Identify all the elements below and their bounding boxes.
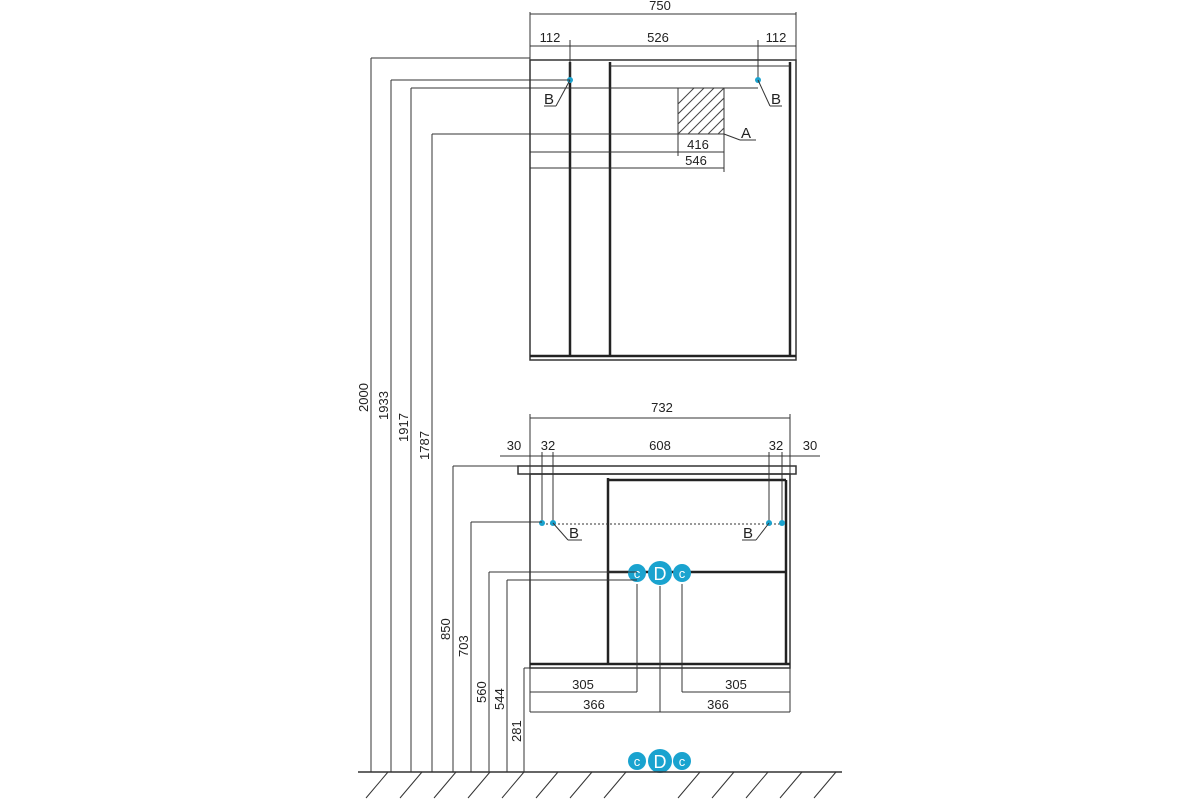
- dim-vanity-mount-left: 32: [541, 438, 555, 453]
- height-703: 703: [456, 635, 471, 657]
- label-b-vanity-left: B: [569, 525, 579, 542]
- floor-connector-c-left-label: c: [634, 754, 641, 769]
- connector-d-icon: [648, 561, 672, 585]
- floor-connector-c-left-icon: [628, 752, 646, 770]
- height-1917: 1917: [396, 413, 411, 442]
- dim-bottom-right-half: 366: [707, 697, 729, 712]
- dim-vanity-bottom: 305 305 366 366: [529, 668, 791, 713]
- height-dimensions: 2000 1933 1917 1787 850 703 560 544 281: [356, 57, 758, 772]
- height-1933: 1933: [376, 391, 391, 420]
- dim-mirror-width: 750: [529, 0, 797, 60]
- connector-group-floor: c D c: [628, 749, 691, 773]
- dim-vanity-mount-right: 32: [769, 438, 783, 453]
- mirror-mount-points: B B: [544, 77, 782, 108]
- floor-connector-d-label: D: [654, 752, 667, 772]
- dim-mirror-right-offset: 112: [766, 30, 787, 45]
- label-b-mirror-right: B: [771, 91, 781, 108]
- connector-c-right-label: c: [679, 566, 686, 581]
- dim-mirror-mounts: 112 526 112: [530, 30, 796, 80]
- floor-line: [358, 771, 842, 799]
- height-560: 560: [474, 681, 489, 703]
- dim-vanity-width-label: 732: [651, 400, 673, 415]
- dim-vanity-overhang-right: 30: [803, 438, 817, 453]
- floor-connector-c-right-icon: [673, 752, 691, 770]
- dim-vanity-width: 732: [529, 400, 791, 474]
- vanity-point-right-outer: [779, 520, 785, 526]
- height-1787: 1787: [417, 431, 432, 460]
- height-2000: 2000: [356, 383, 371, 412]
- connector-group-upper: c D c: [628, 561, 691, 712]
- dim-bottom-left-inner: 305: [572, 677, 594, 692]
- height-850: 850: [438, 618, 453, 640]
- height-281: 281: [509, 720, 524, 742]
- floor-connector-c-right-label: c: [679, 754, 686, 769]
- dim-niche: 416 546: [530, 134, 725, 172]
- connector-c-left-icon: [628, 564, 646, 582]
- height-544: 544: [492, 688, 507, 710]
- vanity-mount-points: B B: [539, 520, 785, 542]
- dim-vanity-overhang-left: 30: [507, 438, 521, 453]
- label-b-mirror-left: B: [544, 91, 554, 108]
- connector-c-right-icon: [673, 564, 691, 582]
- dim-bottom-left-half: 366: [583, 697, 605, 712]
- dim-niche-outer: 546: [685, 153, 707, 168]
- dim-vanity-mounts: 30 32 608 32 30: [500, 438, 820, 524]
- mirror-outline: [529, 59, 797, 361]
- label-a: A: [741, 125, 751, 142]
- label-b-vanity-right: B: [743, 525, 753, 542]
- dim-niche-inner: 416: [687, 137, 709, 152]
- connector-c-left-label: c: [634, 566, 641, 581]
- dim-vanity-mount-span: 608: [649, 438, 671, 453]
- dim-mirror-middle-span: 526: [647, 30, 669, 45]
- connector-d-label: D: [654, 564, 667, 584]
- dim-mirror-left-offset: 112: [540, 30, 561, 45]
- vanity-point-left-outer: [539, 520, 545, 526]
- floor-connector-d-icon: [648, 749, 672, 773]
- vanity-countertop: [517, 465, 797, 475]
- mirror-cabinet: [529, 59, 797, 361]
- dim-bottom-right-inner: 305: [725, 677, 747, 692]
- dim-mirror-width-label: 750: [649, 0, 671, 13]
